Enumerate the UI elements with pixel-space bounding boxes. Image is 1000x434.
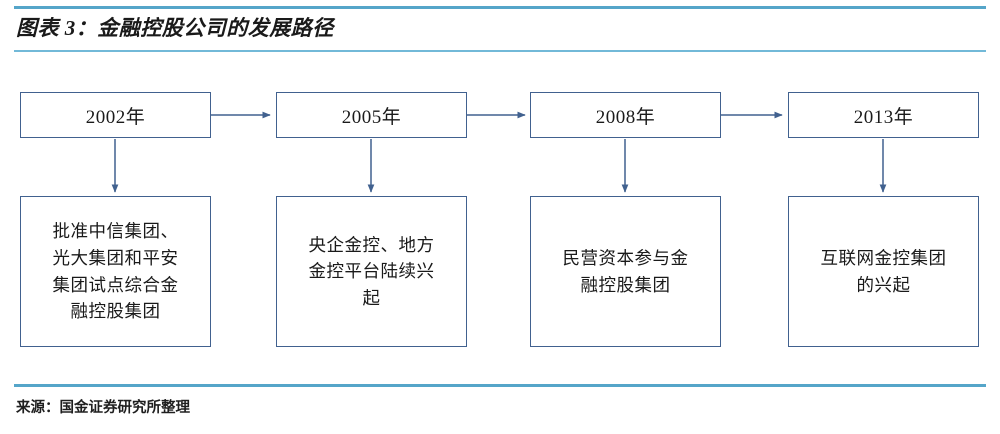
detail-node-2013-label: 互联网金控集团 的兴起	[820, 247, 947, 295]
footer-rule	[14, 384, 986, 387]
year-node-2008-label: 2008年	[595, 106, 656, 128]
year-node-2002[interactable]: 2002年	[20, 92, 211, 138]
year-node-2005[interactable]: 2005年	[276, 92, 467, 138]
detail-node-2005[interactable]: 央企金控、地方 金控平台陆续兴 起	[276, 196, 467, 347]
detail-node-2002[interactable]: 批准中信集团、 光大集团和平安 集团试点综合金 融控股集团	[20, 196, 211, 347]
year-node-2005-label: 2005年	[341, 106, 402, 128]
figure-title: 图表 3：金融控股公司的发展路径	[16, 16, 334, 40]
detail-node-2008-label: 民营资本参与金 融控股集团	[562, 247, 689, 295]
year-node-2008[interactable]: 2008年	[530, 92, 721, 138]
header-rule-bottom	[14, 50, 986, 52]
year-node-2013[interactable]: 2013年	[788, 92, 979, 138]
year-node-2013-label: 2013年	[853, 106, 914, 128]
detail-node-2013[interactable]: 互联网金控集团 的兴起	[788, 196, 979, 347]
year-node-2002-label: 2002年	[85, 106, 146, 128]
detail-node-2005-label: 央企金控、地方 金控平台陆续兴 起	[308, 234, 435, 308]
detail-node-2008[interactable]: 民营资本参与金 融控股集团	[530, 196, 721, 347]
source-note: 来源：国金证券研究所整理	[16, 400, 190, 416]
detail-node-2002-label: 批准中信集团、 光大集团和平安 集团试点综合金 融控股集团	[52, 221, 179, 322]
header-rule-top	[14, 6, 986, 9]
